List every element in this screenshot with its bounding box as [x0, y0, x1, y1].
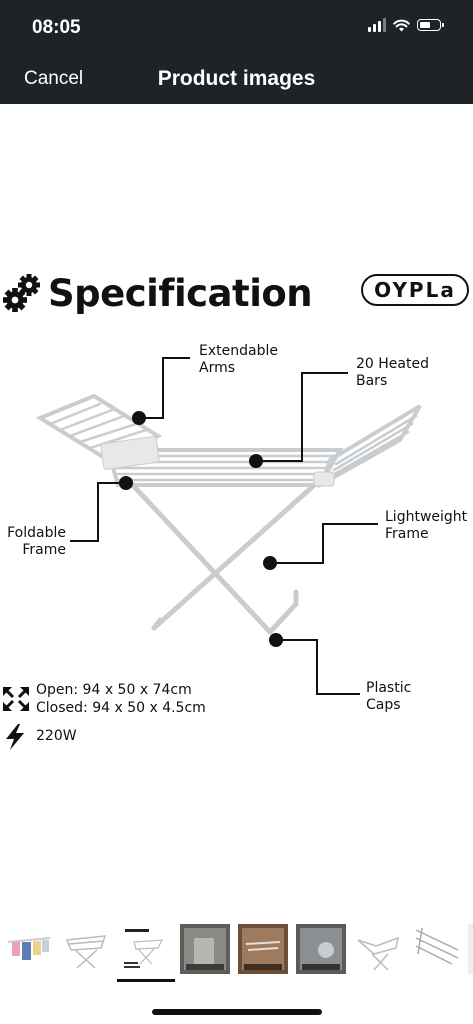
cellular-signal-icon: [368, 18, 386, 32]
thumbnail-1[interactable]: [4, 924, 54, 974]
status-time: 08:05: [32, 17, 81, 38]
callout-plastic-caps: Plastic Caps: [366, 680, 412, 713]
top-bar: 08:05 Cancel Product images: [0, 0, 473, 104]
specification-heading: Specification: [48, 272, 313, 315]
lightning-icon: [6, 724, 24, 750]
thumbnail-7[interactable]: [354, 924, 404, 974]
thumbnail-5[interactable]: [238, 924, 288, 974]
cancel-button[interactable]: Cancel: [24, 68, 84, 89]
airer-illustration: [35, 393, 422, 635]
thumbnail-6[interactable]: [296, 924, 346, 974]
page-title: Product images: [157, 67, 316, 90]
spec-closed-dimensions: Closed: 94 x 50 x 4.5cm: [36, 700, 206, 716]
callout-extendable-arms: Extendable Arms: [199, 343, 278, 376]
home-indicator: [152, 1009, 322, 1015]
thumbnail-2[interactable]: [61, 924, 111, 974]
callout-lightweight-frame: Lightweight Frame: [385, 509, 468, 542]
spec-power: 220W: [36, 728, 77, 744]
thumbnail-9[interactable]: [468, 924, 473, 974]
wifi-icon: [393, 19, 410, 31]
thumbnail-strip: [0, 918, 473, 980]
battery-icon: [417, 19, 444, 31]
status-icons: [368, 18, 444, 32]
brand-logo: OYPLa: [361, 274, 469, 306]
thumbnail-8[interactable]: [412, 924, 462, 974]
callout-foldable-frame: Foldable Frame: [7, 525, 66, 558]
selected-thumbnail-indicator: [117, 979, 175, 982]
expand-arrows-icon: [3, 687, 29, 711]
gears-icon: [3, 274, 40, 312]
callout-heated-bars: 20 Heated Bars: [356, 356, 429, 389]
thumbnail-3-selected[interactable]: [120, 924, 170, 974]
thumbnail-4[interactable]: [180, 924, 230, 974]
spec-open-dimensions: Open: 94 x 50 x 74cm: [36, 682, 192, 698]
